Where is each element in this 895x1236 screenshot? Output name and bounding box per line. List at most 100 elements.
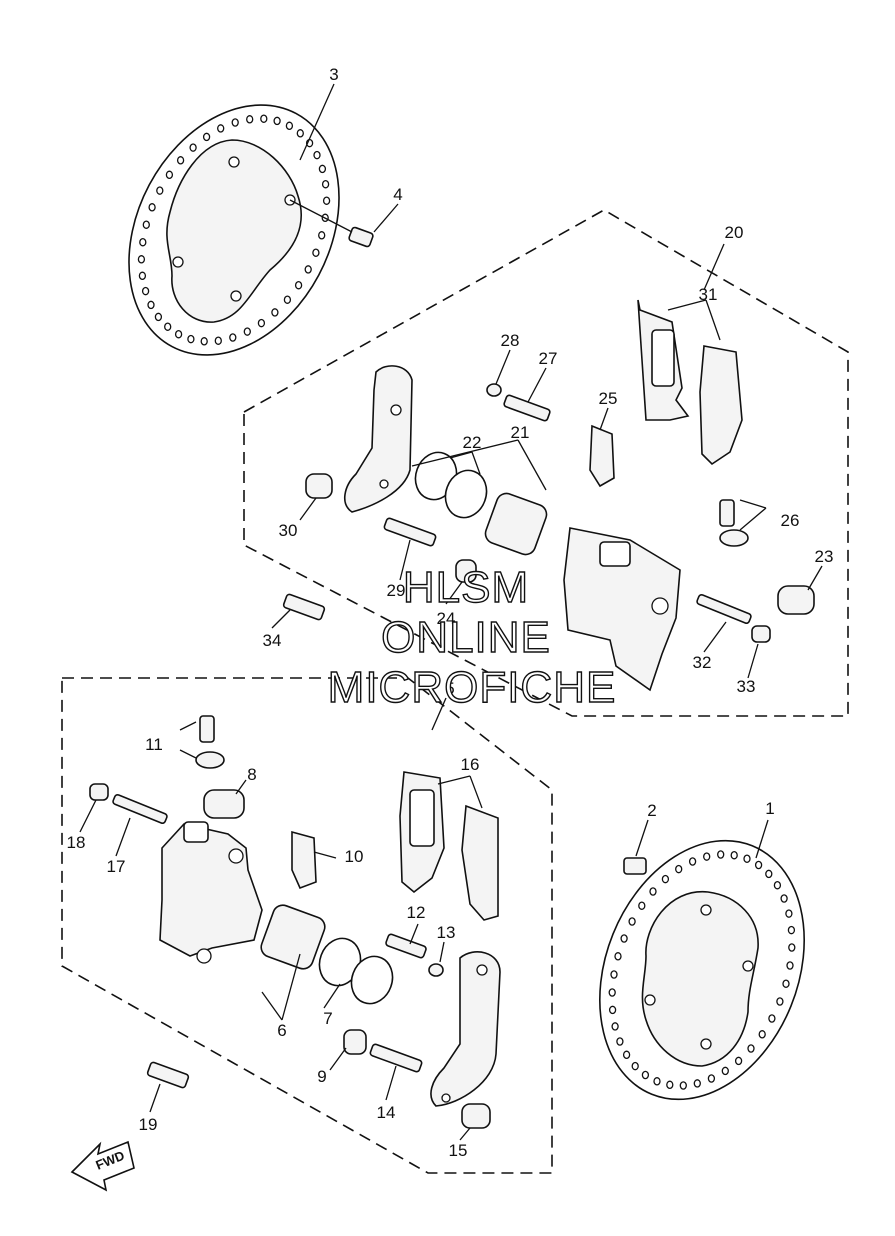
disc-vent-hole xyxy=(649,887,657,896)
bracket-bolt-34 xyxy=(282,593,326,621)
disc-vent-hole xyxy=(142,220,150,229)
brake-pad-upper-front xyxy=(637,299,690,421)
washer-13 xyxy=(428,963,444,977)
slide-pin-14 xyxy=(369,1043,423,1073)
callout-27: 27 xyxy=(539,349,558,368)
disc-lower-vent-holes xyxy=(608,850,796,1090)
caliper-body-lower xyxy=(159,821,263,964)
bushing-23 xyxy=(777,585,815,615)
pin-boot-30 xyxy=(305,473,333,499)
disc-vent-hole xyxy=(260,114,268,123)
caliper-bracket-upper xyxy=(344,365,413,513)
disc-vent-hole xyxy=(257,318,266,328)
disc-vent-hole xyxy=(202,132,211,142)
disc-vent-hole xyxy=(141,286,150,296)
callout-4: 4 xyxy=(393,185,402,204)
slide-pin-29 xyxy=(383,517,437,547)
callout-25: 25 xyxy=(599,389,618,408)
disc-vent-hole xyxy=(734,1056,743,1066)
pad-spring-lower xyxy=(291,830,317,890)
slide-pin-17 xyxy=(112,793,168,825)
disc-vent-hole xyxy=(679,1081,687,1090)
disc-vent-hole xyxy=(246,115,254,124)
disc-vent-hole xyxy=(693,1079,701,1088)
disc-vent-hole xyxy=(156,186,164,195)
pad-pin-27 xyxy=(503,394,551,422)
callout-16: 16 xyxy=(461,755,480,774)
disc-vent-hole xyxy=(608,988,616,997)
callout-labels: 3 4 20 31 28 27 25 21 22 26 23 30 29 24 … xyxy=(67,65,834,1160)
disc-vent-hole xyxy=(217,124,225,133)
callout-13: 13 xyxy=(437,923,456,942)
callout-7: 7 xyxy=(323,1009,332,1028)
washer-28 xyxy=(486,383,502,397)
disc-vent-hole xyxy=(229,333,237,342)
piston-seals-upper xyxy=(414,451,488,519)
callout-28: 28 xyxy=(501,331,520,350)
disc-vent-hole xyxy=(271,308,279,317)
disc-vent-hole xyxy=(638,901,646,910)
disc-vent-hole xyxy=(312,248,320,257)
disc-vent-hole xyxy=(631,1061,639,1071)
disc-vent-hole xyxy=(283,295,292,304)
disc-vent-hole xyxy=(782,979,790,988)
disc-vent-hole xyxy=(138,271,147,281)
disc-vent-hole xyxy=(608,1005,617,1015)
boot-33 xyxy=(751,625,771,643)
callout-14: 14 xyxy=(377,1103,396,1122)
callout-20: 20 xyxy=(725,223,744,242)
callout-34: 34 xyxy=(263,631,282,650)
brake-pad-upper-rear xyxy=(699,345,743,466)
disc-vent-hole xyxy=(765,869,773,879)
forward-direction-arrow-icon: FWD xyxy=(70,1140,135,1192)
watermark-line-3: MICROFICHE xyxy=(328,663,617,712)
disc-vent-hole xyxy=(786,961,794,970)
disc-vent-hole xyxy=(788,943,796,952)
callout-24: 24 xyxy=(437,609,456,628)
disc-vent-hole xyxy=(780,894,788,903)
disc-vent-hole xyxy=(294,280,303,290)
callout-5: 5 xyxy=(445,679,454,698)
brake-disc-lower xyxy=(599,839,805,1101)
disc-vent-hole xyxy=(675,864,683,874)
disc-vent-hole xyxy=(273,116,281,126)
pin-boot-15 xyxy=(461,1103,491,1129)
disc-vent-hole xyxy=(620,934,628,943)
disc-bolt-upper xyxy=(289,199,374,248)
callout-18: 18 xyxy=(67,833,86,852)
callout-15: 15 xyxy=(449,1141,468,1160)
disc-vent-hole xyxy=(231,118,239,127)
disc-vent-hole xyxy=(768,1014,776,1023)
disc-vent-hole xyxy=(611,1022,619,1031)
watermark-line-1: HLSM xyxy=(403,563,529,612)
disc-vent-hole xyxy=(661,874,670,884)
disc-vent-hole xyxy=(154,312,163,322)
pin-boot-24 xyxy=(455,559,477,583)
callout-1: 1 xyxy=(765,799,774,818)
callout-12: 12 xyxy=(407,903,426,922)
callout-11: 11 xyxy=(145,735,163,754)
pad-pin-12 xyxy=(385,933,427,959)
pin-boot-9 xyxy=(343,1029,367,1055)
piston-seals-lower xyxy=(318,937,394,1005)
disc-vent-hole xyxy=(653,1077,661,1086)
callout-8: 8 xyxy=(247,765,256,784)
caliper-body-upper xyxy=(563,527,681,692)
disc-vent-hole xyxy=(610,970,618,979)
disc-vent-hole xyxy=(758,1030,766,1039)
disc-vent-hole xyxy=(214,336,222,345)
disc-vent-hole xyxy=(318,164,327,174)
disc-vent-hole xyxy=(164,322,172,331)
disc-vent-hole xyxy=(776,997,784,1006)
disc-vent-hole xyxy=(200,337,208,346)
disc-vent-hole xyxy=(285,121,294,131)
bracket-bolt-19 xyxy=(146,1061,190,1089)
disc-vent-hole xyxy=(628,917,636,926)
bushing-8 xyxy=(203,789,245,819)
disc-vent-hole xyxy=(176,156,185,165)
callout-22: 22 xyxy=(463,433,482,452)
disc-vent-hole xyxy=(707,1074,716,1083)
disc-vent-hole xyxy=(174,329,183,339)
disc-vent-hole xyxy=(743,854,751,863)
callout-19: 19 xyxy=(139,1115,158,1134)
